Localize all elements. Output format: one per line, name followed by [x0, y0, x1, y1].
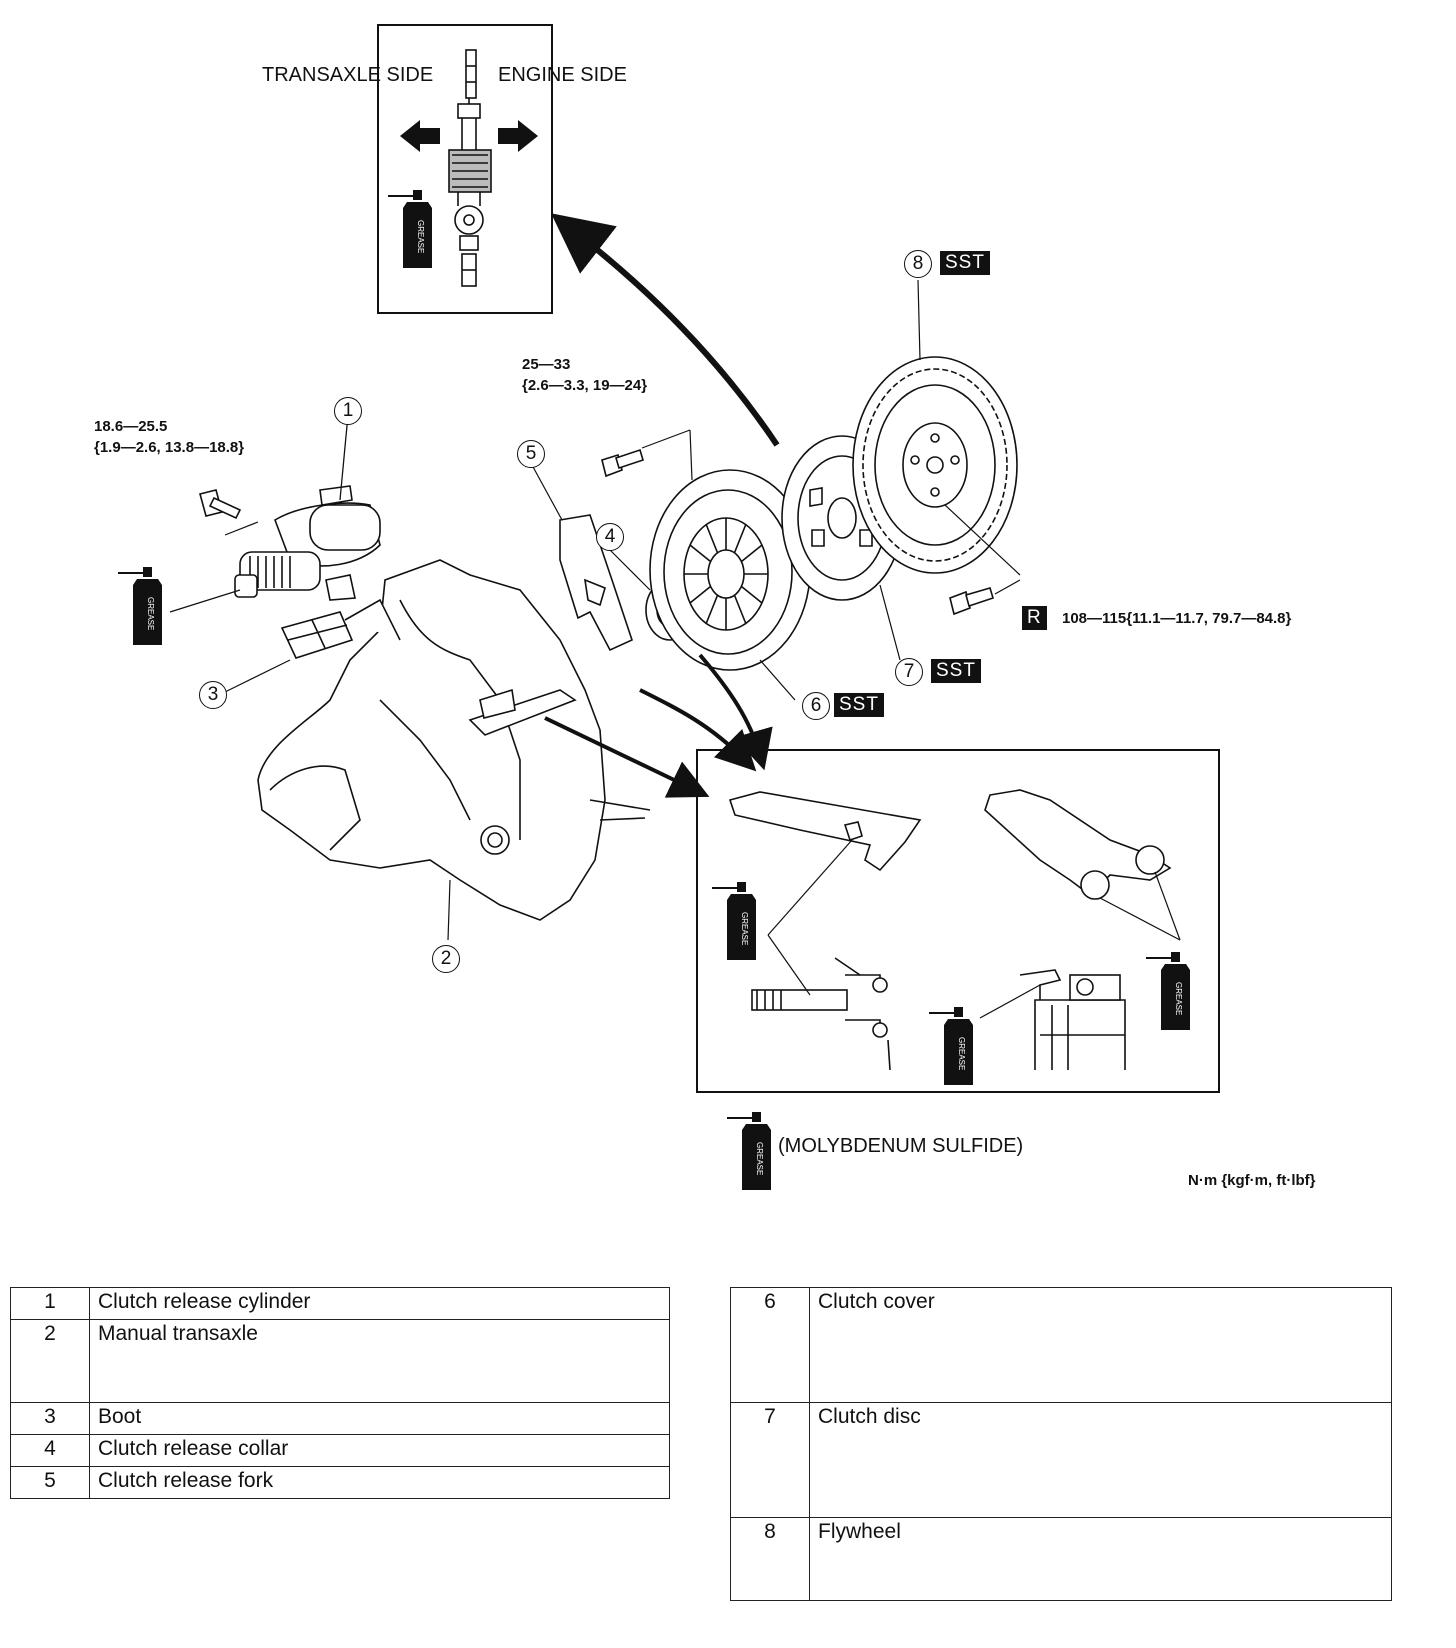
part-name: Boot [89, 1402, 670, 1435]
callout-5: 5 [517, 440, 545, 468]
table-row: 2 Manual transaxle [10, 1319, 670, 1403]
grease-can-icon [1145, 951, 1191, 1031]
torque-line: {1.9—2.6, 13.8—18.8} [94, 439, 245, 456]
transaxle-side-label: TRANSAXLE SIDE [262, 64, 434, 86]
part-name: Clutch cover [809, 1287, 1392, 1403]
part-number: 5 [10, 1466, 90, 1499]
torque-line: 25—33 [522, 356, 571, 373]
sst-badge: SST [940, 251, 990, 275]
units-note: N·m {kgf·m, ft·lbf} [1188, 1172, 1316, 1189]
torque-spec-flywheel: 108—115{11.1—11.7, 79.7—84.8} [1062, 610, 1292, 627]
part-number: 1 [10, 1287, 90, 1320]
clutch-release-cylinder-illustration [234, 485, 381, 601]
parts-table-left: 1 Clutch release cylinder 2 Manual trans… [10, 1287, 670, 1499]
part-name: Clutch release cylinder [89, 1287, 670, 1320]
sst-badge: SST [931, 659, 981, 683]
torque-line: {2.6—3.3, 19—24} [522, 377, 648, 394]
flywheel-bolt-illustration [949, 587, 994, 616]
part-number: 2 [10, 1319, 90, 1403]
callout-3: 3 [199, 681, 227, 709]
part-name: Clutch release collar [89, 1434, 670, 1467]
table-row: 1 Clutch release cylinder [10, 1287, 670, 1320]
release-cylinder-bolt-illustration [199, 489, 242, 520]
arrow-right-icon [498, 120, 538, 152]
manual-transaxle-illustration [257, 559, 651, 921]
table-row: 7 Clutch disc [730, 1402, 1392, 1518]
inset-fork-illustration-left [728, 791, 922, 1071]
r-badge: R [1022, 606, 1047, 630]
part-name: Manual transaxle [89, 1319, 670, 1403]
part-number: 4 [10, 1434, 90, 1467]
flywheel-illustration [852, 356, 1018, 574]
table-row: 5 Clutch release fork [10, 1466, 670, 1499]
part-name: Clutch disc [809, 1402, 1392, 1518]
part-number: 7 [730, 1402, 810, 1518]
boot-illustration [280, 611, 354, 659]
release-collar-section-illustration [448, 49, 492, 287]
engine-side-label: ENGINE SIDE [498, 64, 627, 86]
grease-can-icon [711, 881, 757, 961]
sst-badge: SST [834, 693, 884, 717]
part-name: Flywheel [809, 1517, 1392, 1601]
clutch-release-fork-illustration [559, 514, 633, 652]
inset-bottom-box [696, 749, 1220, 1093]
table-row: 3 Boot [10, 1402, 670, 1435]
callout-1: 1 [334, 397, 362, 425]
torque-spec-release-cylinder: 18.6—25.5 {1.9—2.6, 13.8—18.8} [94, 416, 244, 458]
callout-2: 2 [432, 945, 460, 973]
grease-can-icon [387, 189, 433, 269]
inset-fork-illustration-right [984, 789, 1172, 900]
clutch-cover-bolt-illustration [601, 448, 644, 478]
torque-line: 18.6—25.5 [94, 418, 168, 435]
callout-4: 4 [596, 523, 624, 551]
callout-7: 7 [895, 658, 923, 686]
curved-arrow-to-top-inset [551, 213, 780, 447]
clutch-cover-illustration [649, 469, 811, 671]
parts-table-right: 6 Clutch cover 7 Clutch disc 8 Flywheel [730, 1287, 1392, 1601]
grease-can-icon [928, 1006, 974, 1086]
callout-8: 8 [904, 250, 932, 278]
arrow-left-icon [400, 120, 440, 152]
inset-collar-section-illustration [1019, 969, 1126, 1070]
part-number: 6 [730, 1287, 810, 1403]
inset-top-box [377, 24, 553, 314]
table-row: 8 Flywheel [730, 1517, 1392, 1601]
grease-note: (MOLYBDENUM SULFIDE) [778, 1135, 1024, 1157]
part-number: 3 [10, 1402, 90, 1435]
grease-can-icon [117, 566, 163, 646]
table-row: 6 Clutch cover [730, 1287, 1392, 1403]
grease-can-icon [726, 1111, 772, 1191]
callout-6: 6 [802, 692, 830, 720]
part-name: Clutch release fork [89, 1466, 670, 1499]
table-row: 4 Clutch release collar [10, 1434, 670, 1467]
part-number: 8 [730, 1517, 810, 1601]
torque-spec-clutch-cover: 25—33 {2.6—3.3, 19—24} [522, 354, 647, 396]
